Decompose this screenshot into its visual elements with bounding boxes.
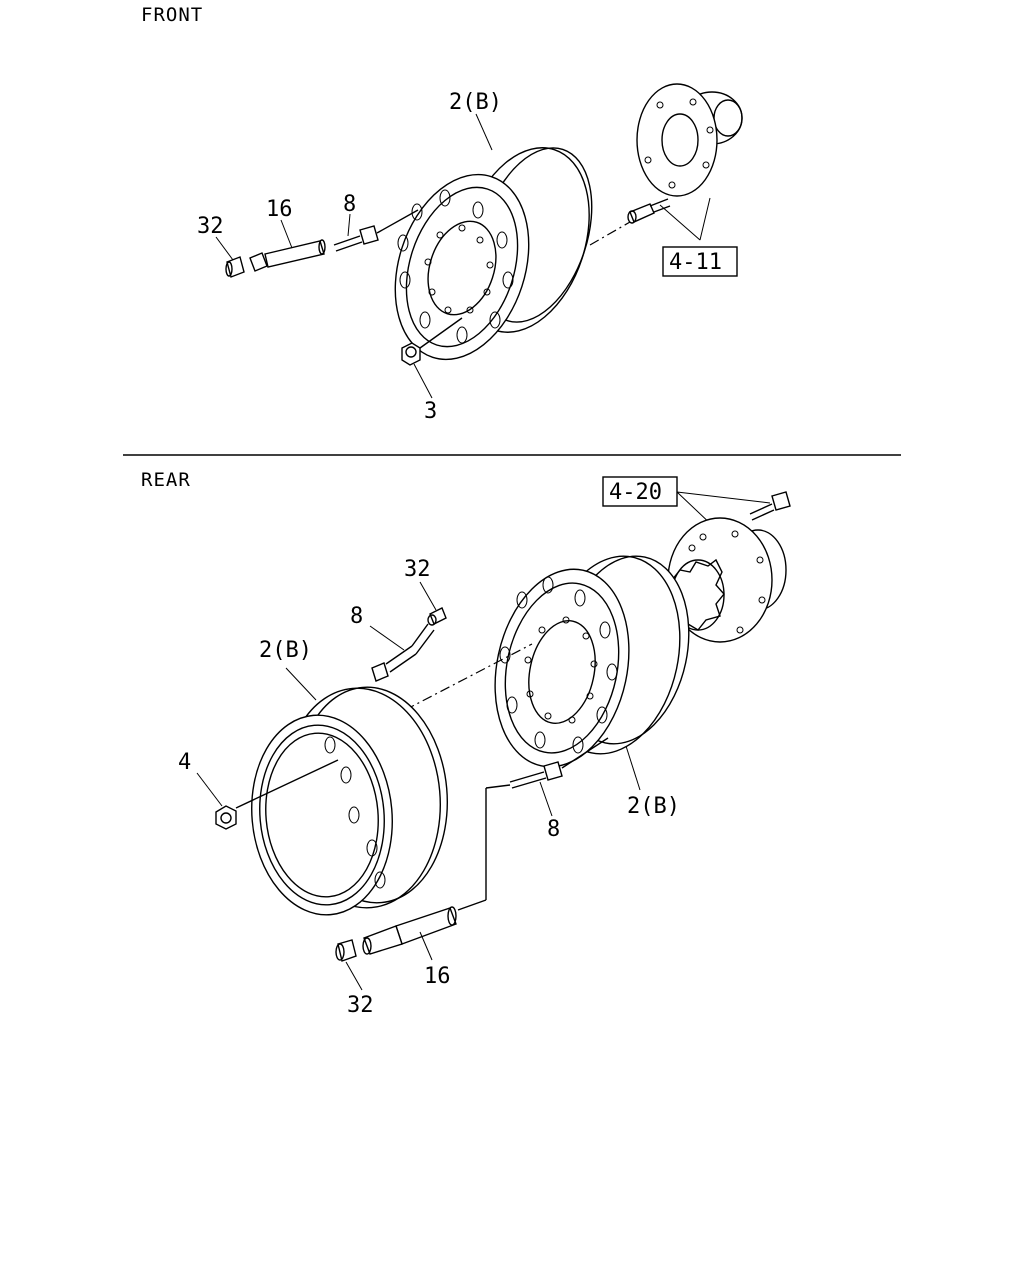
rear-valve-cap-top [427,607,447,626]
label-rear-valve-bottom: 8 [547,817,560,842]
front-hub-bolt [627,198,671,224]
label-rear-valve-cap-bottom: 32 [347,993,374,1018]
front-wheel [394,147,593,361]
rear-valve-top [371,623,435,682]
front-valve [333,209,419,252]
rear-hub-bolt [749,491,791,521]
ref-box-front: 4-11 [662,246,738,277]
ref-box-rear: 4-20 [602,476,678,507]
label-rear-valve-top: 8 [350,604,363,629]
label-front-extension: 16 [266,197,293,222]
label-rear-extension: 16 [424,964,451,989]
section-title-rear: REAR [141,469,191,491]
rear-hub [663,517,787,643]
label-front-ref: 4-11 [669,250,722,275]
rear-wheel-nut [215,759,339,830]
rear-outer-wheel [251,686,449,916]
rear-inner-wheel [494,555,690,768]
front-valve-extension [249,239,326,272]
label-rear-outer-wheel: 2(B) [259,638,312,663]
rear-valve-bottom [457,737,609,911]
label-front-wheel: 2(B) [449,90,502,115]
front-wheel-nut [401,317,463,366]
front-valve-cap [225,256,245,278]
rear-valve-extension [362,906,457,955]
label-rear-nut: 4 [178,750,191,775]
rear-valve-cap-bottom [335,939,357,962]
section-title-front: FRONT [141,4,203,26]
label-front-valve-cap: 32 [197,214,224,239]
label-rear-ref: 4-20 [609,480,662,505]
front-hub [636,83,743,197]
label-rear-inner-wheel: 2(B) [627,794,680,819]
label-rear-valve-cap-top: 32 [404,557,431,582]
label-front-valve: 8 [343,192,356,217]
label-front-nut: 3 [424,399,437,424]
